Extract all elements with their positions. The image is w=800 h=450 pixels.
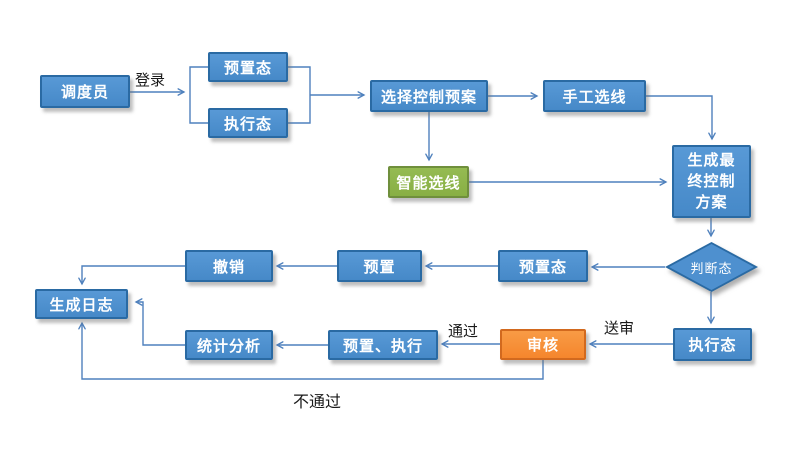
edge-label-pass: 通过 (448, 324, 479, 340)
node-preset-state-mid: 预置态 (498, 250, 588, 282)
connector-revoke-to-log (78, 265, 185, 286)
node-generate-log: 生成日志 (35, 289, 128, 319)
edge-label-fail: 不通过 (293, 394, 342, 411)
node-preset: 预置 (337, 250, 422, 282)
node-intelligent-line-selection: 智能选线 (388, 166, 469, 198)
node-generate-final-plan: 生成最终控制方案 (672, 145, 751, 218)
node-review: 审核 (500, 329, 586, 360)
connector-stats-to-log (134, 298, 185, 346)
connector-split-bracket-left (189, 66, 208, 124)
connector-split-bracket-right (288, 66, 311, 124)
connector-manual-to-final-plan (646, 95, 716, 141)
node-revoke: 撤销 (185, 250, 273, 282)
node-statistical-analysis: 统计分析 (185, 330, 273, 360)
judge-state-label: 判断态 (669, 244, 754, 290)
node-execute-state-top: 执行态 (208, 108, 288, 138)
node-execute-state-bottom: 执行态 (673, 328, 752, 361)
connector-review-fail-to-log (78, 321, 544, 380)
node-dispatcher: 调度员 (40, 75, 130, 108)
node-preset-execute: 预置、执行 (328, 330, 438, 360)
edge-label-submit: 送审 (604, 321, 635, 337)
edge-label-login: 登录 (135, 73, 166, 89)
node-select-control-plan: 选择控制预案 (370, 80, 488, 112)
node-judge-state: 判断态 (665, 242, 758, 292)
node-preset-state-top: 预置态 (208, 52, 288, 82)
node-manual-line-selection: 手工选线 (543, 80, 646, 112)
